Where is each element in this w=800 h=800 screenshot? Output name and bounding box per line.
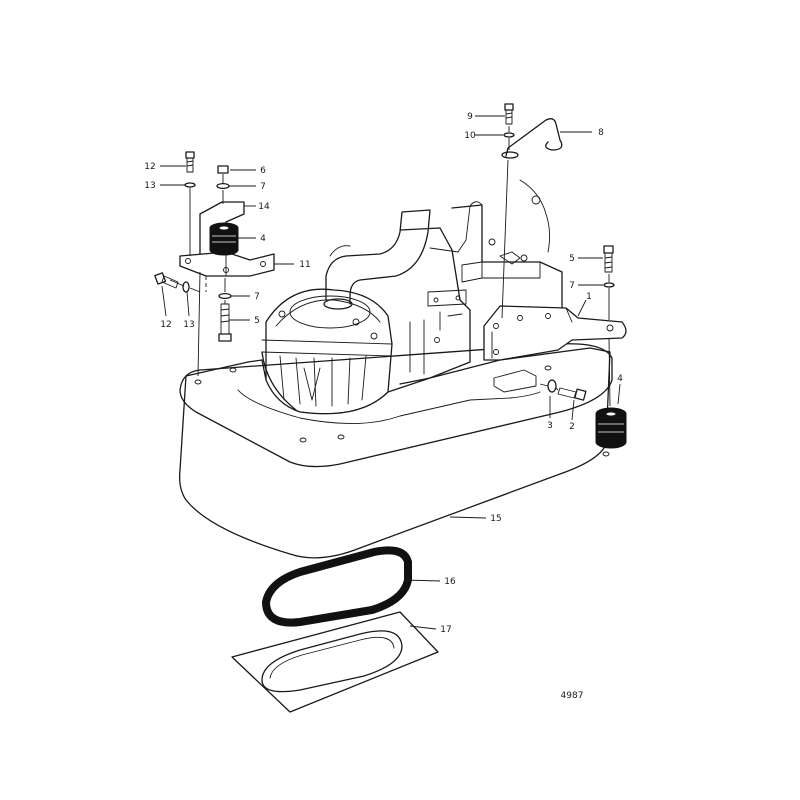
callout-4-left: 4 [260, 234, 266, 244]
callout-11: 11 [299, 260, 310, 270]
callout-12-side: 12 [160, 320, 171, 330]
callout-5-right: 5 [569, 254, 575, 264]
cover-plate-17 [231, 611, 439, 713]
callout-7-top: 7 [260, 182, 266, 192]
callout-16: 16 [444, 577, 456, 587]
washer-3 [547, 379, 557, 393]
nut-6 [217, 165, 229, 174]
callout-6: 6 [260, 166, 266, 176]
drawing-number: 4987 [561, 691, 584, 701]
bolt-5-right [603, 245, 614, 273]
flywheel-housing [261, 288, 393, 415]
gasket-16 [261, 546, 412, 627]
washer-7-top [216, 182, 230, 190]
callout-8: 8 [598, 128, 604, 138]
callout-5-left: 5 [254, 316, 260, 326]
callout-7-lower: 7 [254, 292, 260, 302]
callout-3: 3 [547, 421, 553, 431]
washer-7-lower [218, 292, 232, 300]
rubber-mount-left [209, 222, 239, 256]
engine-bracket-right [483, 305, 627, 361]
callout-13-side: 13 [183, 320, 194, 330]
callout-9: 9 [467, 112, 473, 122]
callout-4-right: 4 [617, 374, 623, 384]
washer-13-top [184, 182, 196, 188]
rubber-mount-right [595, 407, 627, 449]
bolt-9 [504, 103, 514, 125]
callout-1: 1 [586, 292, 592, 302]
bolt-2 [557, 387, 587, 401]
callout-2: 2 [569, 422, 575, 432]
callout-12-top: 12 [144, 162, 155, 172]
washer-10 [503, 132, 515, 138]
callout-labels: 12 13 6 7 14 4 11 7 5 12 13 9 10 8 5 7 1… [144, 112, 623, 701]
washer-13-side [182, 281, 190, 293]
callout-15: 15 [490, 514, 501, 524]
washer-7-right [603, 282, 615, 288]
callout-13-top: 13 [144, 181, 155, 191]
callout-7-right: 7 [569, 281, 575, 291]
callout-leaders [160, 115, 621, 630]
base-plate [178, 343, 613, 559]
callout-14: 14 [258, 202, 270, 212]
bolt-5-left [218, 303, 232, 342]
callout-17: 17 [440, 625, 451, 635]
bolt-12-top [185, 151, 195, 173]
lifting-eye-8 [501, 118, 563, 159]
assembly-lines [169, 126, 611, 407]
callout-10: 10 [464, 131, 476, 141]
bolt-12-side [154, 272, 179, 289]
